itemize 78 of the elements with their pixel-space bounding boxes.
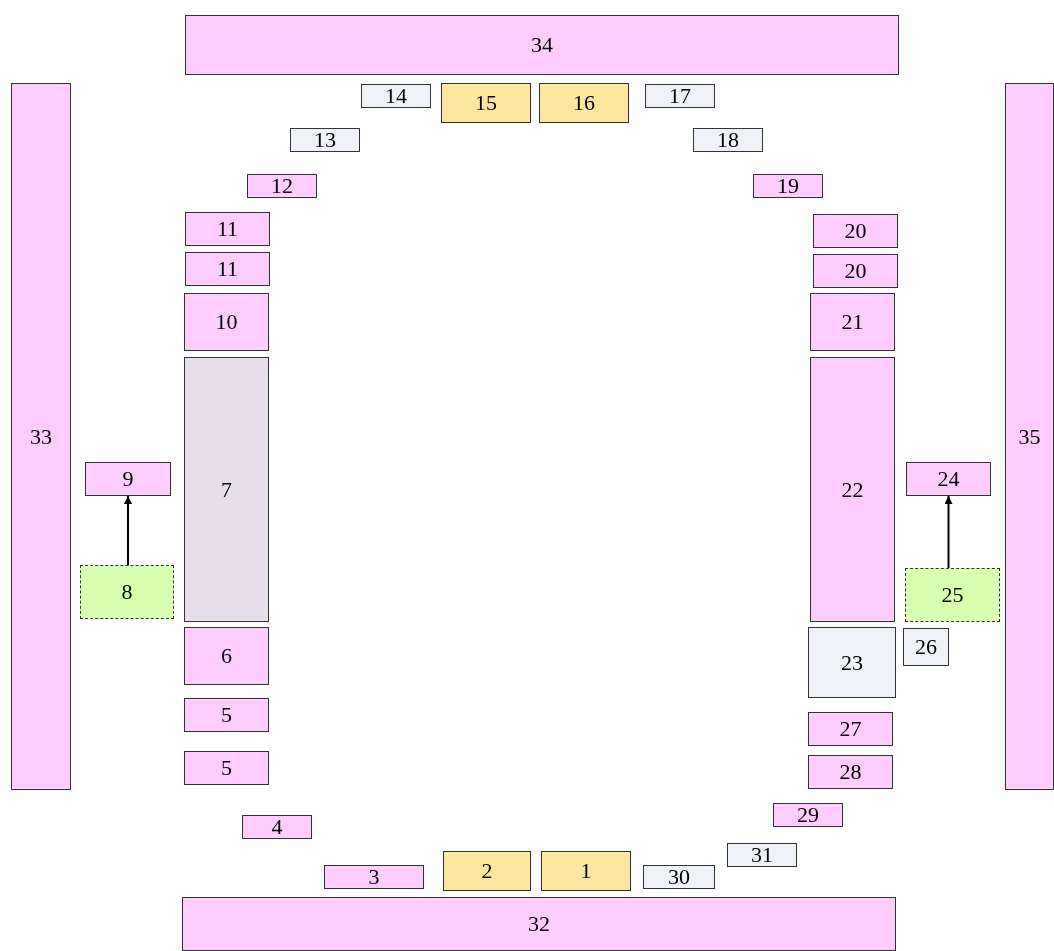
room-box — [906, 462, 991, 496]
room-box — [808, 755, 893, 789]
room-box — [645, 84, 715, 108]
room-box — [242, 815, 312, 839]
room-box — [184, 627, 269, 685]
room-box — [184, 751, 269, 785]
room-number: 18 — [717, 129, 739, 151]
room-number: 11 — [216, 258, 239, 280]
room-number: 17 — [669, 85, 691, 107]
room-box — [85, 462, 171, 496]
room-box — [727, 843, 797, 867]
room-box — [247, 174, 317, 198]
room-number: 20 — [844, 260, 867, 282]
room-number: 28 — [839, 761, 862, 783]
room-number: 27 — [839, 718, 862, 740]
room-number: 5 — [221, 704, 232, 726]
room-number: 10 — [215, 311, 238, 333]
room-number: 7 — [221, 478, 232, 501]
room-number: 21 — [841, 311, 864, 333]
room-box — [182, 897, 896, 951]
room-box — [539, 83, 629, 123]
room-box — [808, 712, 893, 746]
room-number: 6 — [221, 645, 232, 667]
room-number: 33 — [30, 425, 52, 448]
room-number: 26 — [915, 636, 937, 658]
room-box — [443, 851, 531, 891]
room-number: 32 — [528, 913, 550, 935]
dashed-box — [905, 568, 1000, 622]
room-number: 3 — [368, 866, 380, 888]
room-number: 5 — [221, 757, 232, 779]
room-box — [813, 214, 898, 248]
room-box — [643, 865, 715, 889]
room-box — [184, 293, 269, 351]
room-number: 15 — [475, 92, 497, 114]
room-number: 31 — [751, 844, 773, 866]
room-box — [810, 357, 895, 622]
room-box — [184, 698, 269, 732]
room-box — [1005, 83, 1054, 790]
room-number: 13 — [314, 129, 336, 151]
room-box — [753, 174, 823, 198]
room-number: 30 — [668, 866, 690, 888]
room-number: 25 — [941, 584, 964, 606]
room-number: 11 — [216, 218, 239, 240]
arrow — [124, 495, 132, 566]
room-number: 12 — [271, 175, 293, 197]
room-number: 14 — [385, 85, 407, 107]
room-box — [441, 83, 531, 123]
room-number: 35 — [1018, 425, 1041, 448]
room-box — [11, 83, 71, 790]
room-box — [541, 851, 631, 891]
room-number: 9 — [122, 468, 134, 490]
room-number: 1 — [580, 860, 592, 882]
room-box — [693, 128, 763, 152]
room-box — [903, 628, 949, 666]
room-box — [185, 212, 270, 246]
room-number: 16 — [573, 92, 595, 114]
room-number: 29 — [797, 804, 819, 826]
room-number: 20 — [844, 220, 867, 242]
room-box — [324, 865, 424, 889]
room-number: 34 — [531, 34, 553, 56]
room-number: 24 — [937, 468, 960, 490]
arrow — [944, 495, 953, 569]
room-box — [808, 627, 896, 698]
room-box — [361, 84, 431, 108]
dashed-box — [80, 565, 174, 619]
room-box — [810, 293, 895, 351]
room-number: 8 — [121, 581, 133, 603]
room-box — [813, 254, 898, 288]
room-number: 4 — [271, 816, 283, 838]
room-number: 19 — [777, 175, 799, 197]
room-box — [290, 128, 360, 152]
room-box — [185, 252, 270, 286]
room-number: 22 — [841, 478, 864, 501]
room-number: 23 — [841, 651, 863, 674]
room-box — [184, 357, 269, 622]
room-box — [773, 803, 843, 827]
room-box — [185, 15, 899, 75]
room-number: 2 — [481, 860, 493, 882]
